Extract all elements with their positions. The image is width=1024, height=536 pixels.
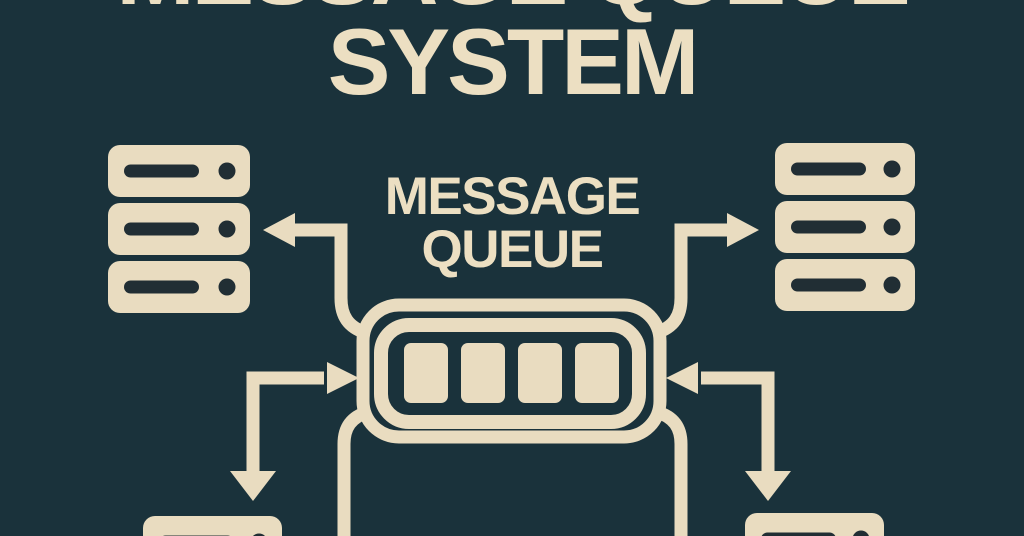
server-unit xyxy=(745,513,884,536)
server-unit xyxy=(108,261,250,313)
server-unit xyxy=(775,259,915,311)
message-queue-label-line1: MESSAGE xyxy=(384,167,641,226)
message-queue-label-line2: QUEUE xyxy=(421,220,604,279)
edge-line xyxy=(246,371,324,473)
edge-queue-bottom-right-line xyxy=(654,405,688,536)
arrowhead-left-icon xyxy=(666,362,698,394)
server-unit xyxy=(775,201,915,253)
edge-queue-bottom-left-line xyxy=(337,405,371,536)
server-indicator-dot xyxy=(883,160,901,178)
arrowhead-down-icon xyxy=(230,471,276,501)
server-slot xyxy=(791,162,866,176)
edge-into-queue-right xyxy=(666,362,775,473)
arrowhead-left-icon xyxy=(263,213,295,247)
server-slot xyxy=(761,532,836,536)
page-title-line1-cropped: MESSAGE QUEUE xyxy=(0,0,1024,22)
server-indicator-dot xyxy=(853,530,869,536)
arrowhead-down-icon xyxy=(745,471,791,501)
edge-down-to-bottom-right-server xyxy=(745,471,791,501)
edge-line xyxy=(701,371,775,473)
queue-message-slot xyxy=(575,343,619,403)
server-unit xyxy=(775,143,915,195)
edge-down-to-bottom-left-server xyxy=(230,471,276,501)
server-indicator-dot xyxy=(218,220,236,238)
server-slot xyxy=(791,220,866,234)
queue-message-slot xyxy=(518,343,562,403)
queue-box xyxy=(374,318,646,429)
message-queue-label: MESSAGE QUEUE xyxy=(0,170,1024,276)
server-indicator-dot xyxy=(218,162,236,180)
server-body xyxy=(143,516,282,536)
left-server-stack xyxy=(108,145,250,313)
bottom-right-server xyxy=(745,513,884,536)
server-unit xyxy=(108,145,250,197)
server-unit xyxy=(143,516,282,536)
queue-slots xyxy=(404,343,619,403)
server-indicator-dot xyxy=(883,218,901,236)
server-indicator-dot xyxy=(252,533,266,536)
server-body xyxy=(745,513,884,536)
page-title: SYSTEM xyxy=(327,9,700,114)
server-indicator-dot xyxy=(883,276,901,294)
server-indicator-dot xyxy=(218,278,236,296)
bottom-left-server xyxy=(143,516,282,536)
server-slot xyxy=(124,222,199,236)
queue-outer-outline xyxy=(356,298,667,444)
arrowhead-right-icon xyxy=(327,362,359,394)
server-slot xyxy=(124,164,199,178)
server-slot xyxy=(124,280,199,294)
edge-into-queue-left xyxy=(246,362,359,473)
queue-message-slot xyxy=(404,343,448,403)
right-server-stack xyxy=(775,143,915,311)
arrowhead-right-icon xyxy=(727,213,759,247)
server-slot xyxy=(791,278,866,292)
queue-message-slot xyxy=(461,343,505,403)
server-unit xyxy=(108,203,250,255)
